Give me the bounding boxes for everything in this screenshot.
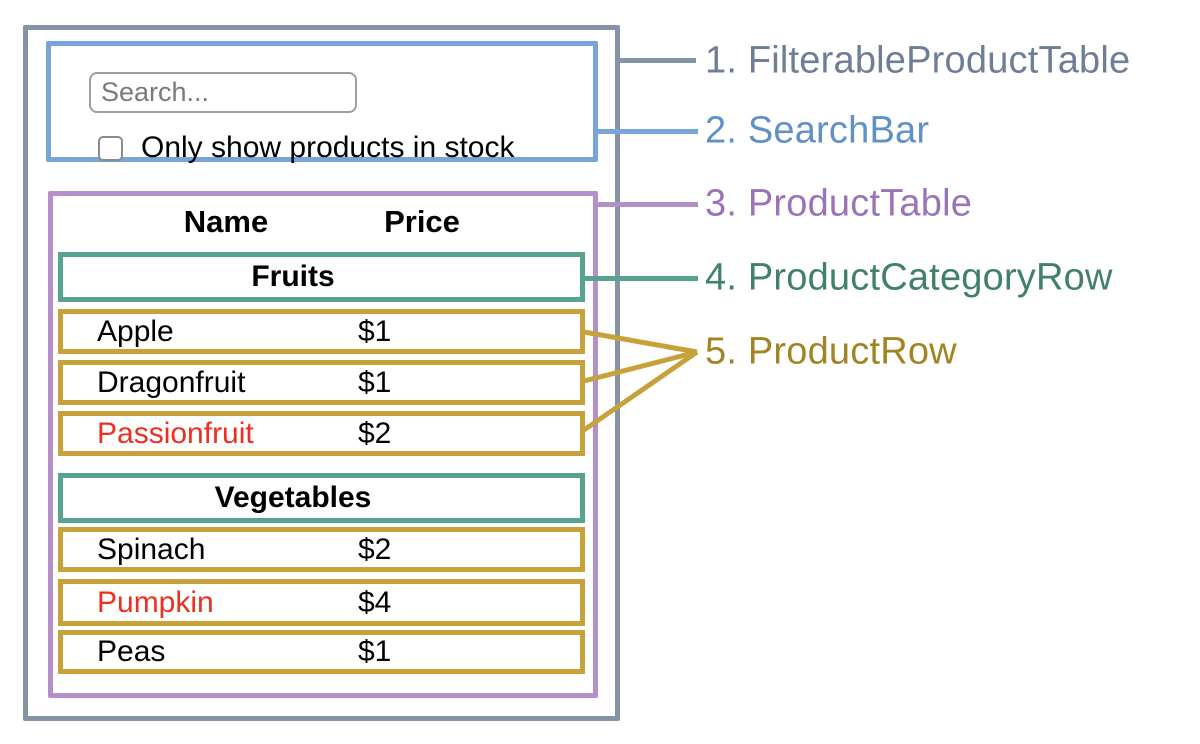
search-bar-box: Only show products in stock — [46, 41, 598, 165]
product-price: $1 — [358, 314, 392, 348]
label-product-category-row: 4. ProductCategoryRow — [705, 256, 1113, 299]
product-price: $4 — [358, 585, 392, 619]
connector-product-category-row — [582, 276, 698, 281]
label-product-row: 5. ProductRow — [705, 330, 957, 373]
label-product-table: 3. ProductTable — [705, 182, 973, 225]
connector-product-table — [594, 202, 698, 207]
category-label: Fruits — [251, 260, 335, 293]
product-row-peas: Peas $1 — [58, 630, 585, 674]
filterable-product-table-box: Only show products in stock Name Price F… — [23, 25, 620, 721]
product-price: $2 — [358, 532, 392, 566]
search-input[interactable] — [89, 72, 357, 113]
stock-filter-row: Only show products in stock — [98, 131, 515, 165]
column-header-price: Price — [384, 204, 460, 239]
product-price: $1 — [358, 635, 392, 668]
label-search-bar: 2. SearchBar — [705, 109, 930, 152]
category-row-vegetables: Vegetables — [58, 473, 585, 523]
product-row-apple: Apple $1 — [58, 309, 585, 354]
connector-filterable-product-table — [615, 58, 696, 63]
product-row-pumpkin: Pumpkin $4 — [58, 579, 585, 626]
product-name: Spinach — [97, 532, 206, 566]
in-stock-checkbox-label: Only show products in stock — [141, 131, 515, 164]
in-stock-checkbox[interactable] — [98, 135, 123, 161]
product-name: Dragonfruit — [97, 365, 246, 399]
connector-search-bar — [595, 129, 698, 134]
category-label: Vegetables — [214, 481, 372, 514]
product-name: Peas — [97, 635, 166, 668]
product-table-box: Name Price Fruits Apple $1 Dragonfruit $… — [48, 191, 598, 698]
product-row-passionfruit: Passionfruit $2 — [58, 411, 585, 456]
product-row-spinach: Spinach $2 — [58, 527, 585, 572]
product-name: Apple — [97, 314, 174, 348]
product-price: $2 — [358, 416, 392, 450]
product-name: Passionfruit — [97, 416, 254, 450]
column-header-name: Name — [183, 204, 269, 239]
category-row-fruits: Fruits — [58, 252, 585, 302]
product-row-dragonfruit: Dragonfruit $1 — [58, 360, 585, 405]
label-filterable-product-table: 1. FilterableProductTable — [705, 39, 1131, 82]
product-price: $1 — [358, 365, 392, 399]
product-name: Pumpkin — [97, 585, 214, 619]
